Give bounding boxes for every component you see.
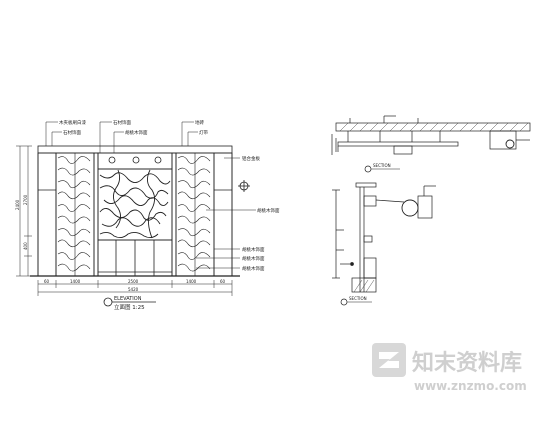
right-leaders <box>196 157 256 269</box>
watermark-url: www.znzmo.com <box>414 379 527 393</box>
dim-bottom-1: 60 <box>44 279 50 284</box>
dim-bottom-2: 1400 <box>70 279 81 284</box>
section-marker-1-icon <box>364 165 372 173</box>
section-detail-vertical <box>332 182 436 293</box>
dim-bottom-4: 1400 <box>186 279 197 284</box>
dim-total: 5420 <box>128 287 139 292</box>
top-leaders <box>45 121 198 153</box>
label-top-2: 石材饰面 <box>63 129 81 136</box>
watermark-logo-icon <box>372 343 406 377</box>
title-marker-icon <box>103 297 113 307</box>
spotlight-icon <box>132 156 140 164</box>
marble-veins <box>99 169 171 239</box>
left-panel <box>37 152 57 277</box>
left-dimensions <box>16 145 32 277</box>
title-en: ELEVATION <box>114 296 142 302</box>
label-right-5: 胡桃木饰面 <box>242 265 265 272</box>
spotlight-icon <box>154 156 162 164</box>
elevation-texts: 木夹板刷白漆 石材饰面 石材饰面 胡桃木饰面 地砖 灯带 铝合金板 胡桃木饰面 … <box>15 119 280 311</box>
section-detail-top <box>331 115 531 155</box>
label-top-3: 石材饰面 <box>113 119 131 126</box>
section-label-1: SECTION <box>373 163 391 168</box>
left-lattice-pattern <box>57 153 91 276</box>
dim-bottom-3: 2500 <box>128 279 139 284</box>
spotlight-icon <box>108 156 116 164</box>
dim-left-1: 2400 <box>15 199 20 210</box>
label-right-1: 铝合金板 <box>242 155 260 162</box>
section-marker-2-icon <box>340 298 348 306</box>
dim-left-2: 400 <box>23 242 28 250</box>
label-top-4: 胡桃木饰面 <box>125 129 148 136</box>
label-right-4: 胡桃木饰面 <box>242 255 265 262</box>
spotlights <box>108 156 162 164</box>
dim-left-3: 2700 <box>23 194 28 205</box>
label-top-6: 灯带 <box>199 129 208 136</box>
elevation-drawing <box>16 121 256 307</box>
bottom-dimensions <box>37 280 233 296</box>
right-lattice-pattern <box>177 153 211 276</box>
dim-bottom-5: 60 <box>220 279 226 284</box>
label-right-3: 胡桃木饰面 <box>242 246 265 253</box>
label-right-2: 胡桃木饰面 <box>257 207 280 214</box>
watermark-cn: 知末资料库 <box>412 350 522 376</box>
label-top-5: 地砖 <box>195 119 204 126</box>
title-cn: 立面图 1:25 <box>114 303 145 311</box>
section-label-2: SECTION <box>349 296 367 301</box>
right-panel <box>213 152 233 277</box>
watermark: 知末资料库 www.znzmo.com <box>372 343 527 393</box>
label-top-1: 木夹板刷白漆 <box>59 119 86 126</box>
